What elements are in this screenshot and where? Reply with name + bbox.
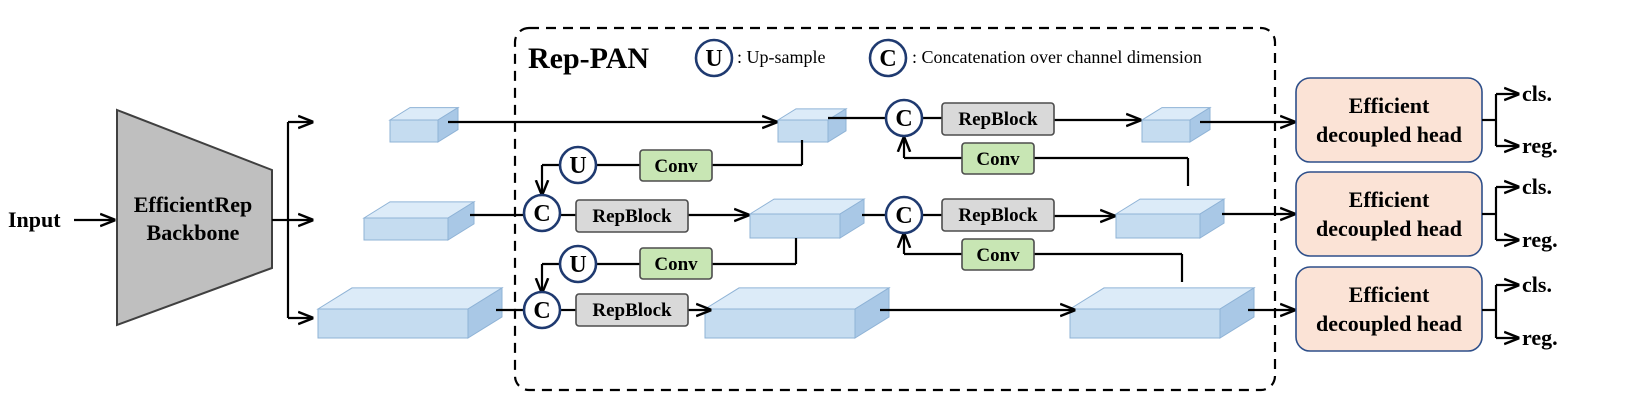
backbone-label-line2: Backbone xyxy=(147,220,240,245)
reg-label-top: reg. xyxy=(1522,133,1558,158)
repblock-bottom: RepBlock xyxy=(575,293,689,327)
concat-legend-symbol: C xyxy=(879,46,896,72)
cls-label-top: cls. xyxy=(1522,81,1552,106)
decoupled-head-top: Efficient decoupled head xyxy=(1295,77,1483,163)
svg-text:decoupled head: decoupled head xyxy=(1316,311,1462,336)
decoupled-head-mid: Efficient decoupled head xyxy=(1295,171,1483,257)
cls-label-mid: cls. xyxy=(1522,174,1552,199)
svg-text:Efficient: Efficient xyxy=(1349,93,1430,118)
concat-node-mid-left: C xyxy=(522,193,562,233)
svg-text:RepBlock: RepBlock xyxy=(592,300,672,321)
svg-text:Efficient: Efficient xyxy=(1349,187,1430,212)
svg-text:Efficient: Efficient xyxy=(1349,282,1430,307)
conv-bottom-right: Conv xyxy=(961,238,1035,271)
svg-text:U: U xyxy=(569,153,586,179)
rep-pan-frame xyxy=(513,26,1277,392)
decoupled-head-bottom: Efficient decoupled head xyxy=(1295,266,1483,352)
repblock-top: RepBlock xyxy=(941,102,1055,136)
svg-text:Conv: Conv xyxy=(654,156,698,177)
feature-maps xyxy=(316,106,1256,339)
up-sample-node-bottom: U xyxy=(558,244,598,284)
up-sample-legend-symbol: U xyxy=(705,46,722,72)
feature-top-mid xyxy=(776,107,848,143)
feature-bottom-input xyxy=(316,287,504,339)
cls-label-bottom: cls. xyxy=(1522,272,1552,297)
feature-mid-right xyxy=(1114,198,1226,239)
head-outputs: cls. reg. cls. reg. cls. reg. xyxy=(1482,81,1558,350)
concat-legend-text: : Concatenation over channel dimension xyxy=(912,47,1202,67)
svg-text:decoupled head: decoupled head xyxy=(1316,216,1462,241)
concat-node-top: C xyxy=(884,98,924,138)
svg-text:U: U xyxy=(569,252,586,278)
feature-mid-mid xyxy=(748,198,866,239)
svg-text:Conv: Conv xyxy=(976,245,1020,266)
backbone-label-line1: EfficientRep xyxy=(134,192,253,217)
feature-bottom-mid xyxy=(703,287,891,339)
reg-label-bottom: reg. xyxy=(1522,325,1558,350)
reg-label-mid: reg. xyxy=(1522,227,1558,252)
feature-mid-input xyxy=(362,200,476,241)
svg-text:C: C xyxy=(895,106,912,132)
svg-text:RepBlock: RepBlock xyxy=(592,206,672,227)
concat-legend-icon xyxy=(868,38,908,78)
feature-top-input xyxy=(388,106,460,143)
svg-text:RepBlock: RepBlock xyxy=(958,205,1038,226)
conv-top-right: Conv xyxy=(961,142,1035,175)
rep-pan-title: Rep-PAN xyxy=(528,42,649,75)
feature-top-right xyxy=(1140,106,1212,143)
up-sample-legend-text: : Up-sample xyxy=(737,47,825,67)
repblock-mid-left: RepBlock xyxy=(575,199,689,233)
svg-text:Conv: Conv xyxy=(976,149,1020,170)
feature-bottom-right xyxy=(1068,287,1256,339)
repblock-mid-right: RepBlock xyxy=(941,198,1055,232)
svg-text:RepBlock: RepBlock xyxy=(958,109,1038,130)
svg-text:Conv: Conv xyxy=(654,254,698,275)
concat-node-mid-right: C xyxy=(884,195,924,235)
input-label: Input xyxy=(8,207,61,232)
svg-text:C: C xyxy=(895,203,912,229)
svg-text:C: C xyxy=(533,201,550,227)
conv-bottom-left: Conv xyxy=(639,247,713,280)
up-sample-node-top: U xyxy=(558,145,598,185)
conv-top-left: Conv xyxy=(639,149,713,182)
backbone-shape xyxy=(116,108,273,327)
up-sample-legend-icon xyxy=(694,38,734,78)
concat-node-bottom: C xyxy=(522,290,562,330)
svg-text:decoupled head: decoupled head xyxy=(1316,122,1462,147)
legend: U : Up-sample C : Concatenation over cha… xyxy=(694,38,1202,78)
svg-text:C: C xyxy=(533,298,550,324)
